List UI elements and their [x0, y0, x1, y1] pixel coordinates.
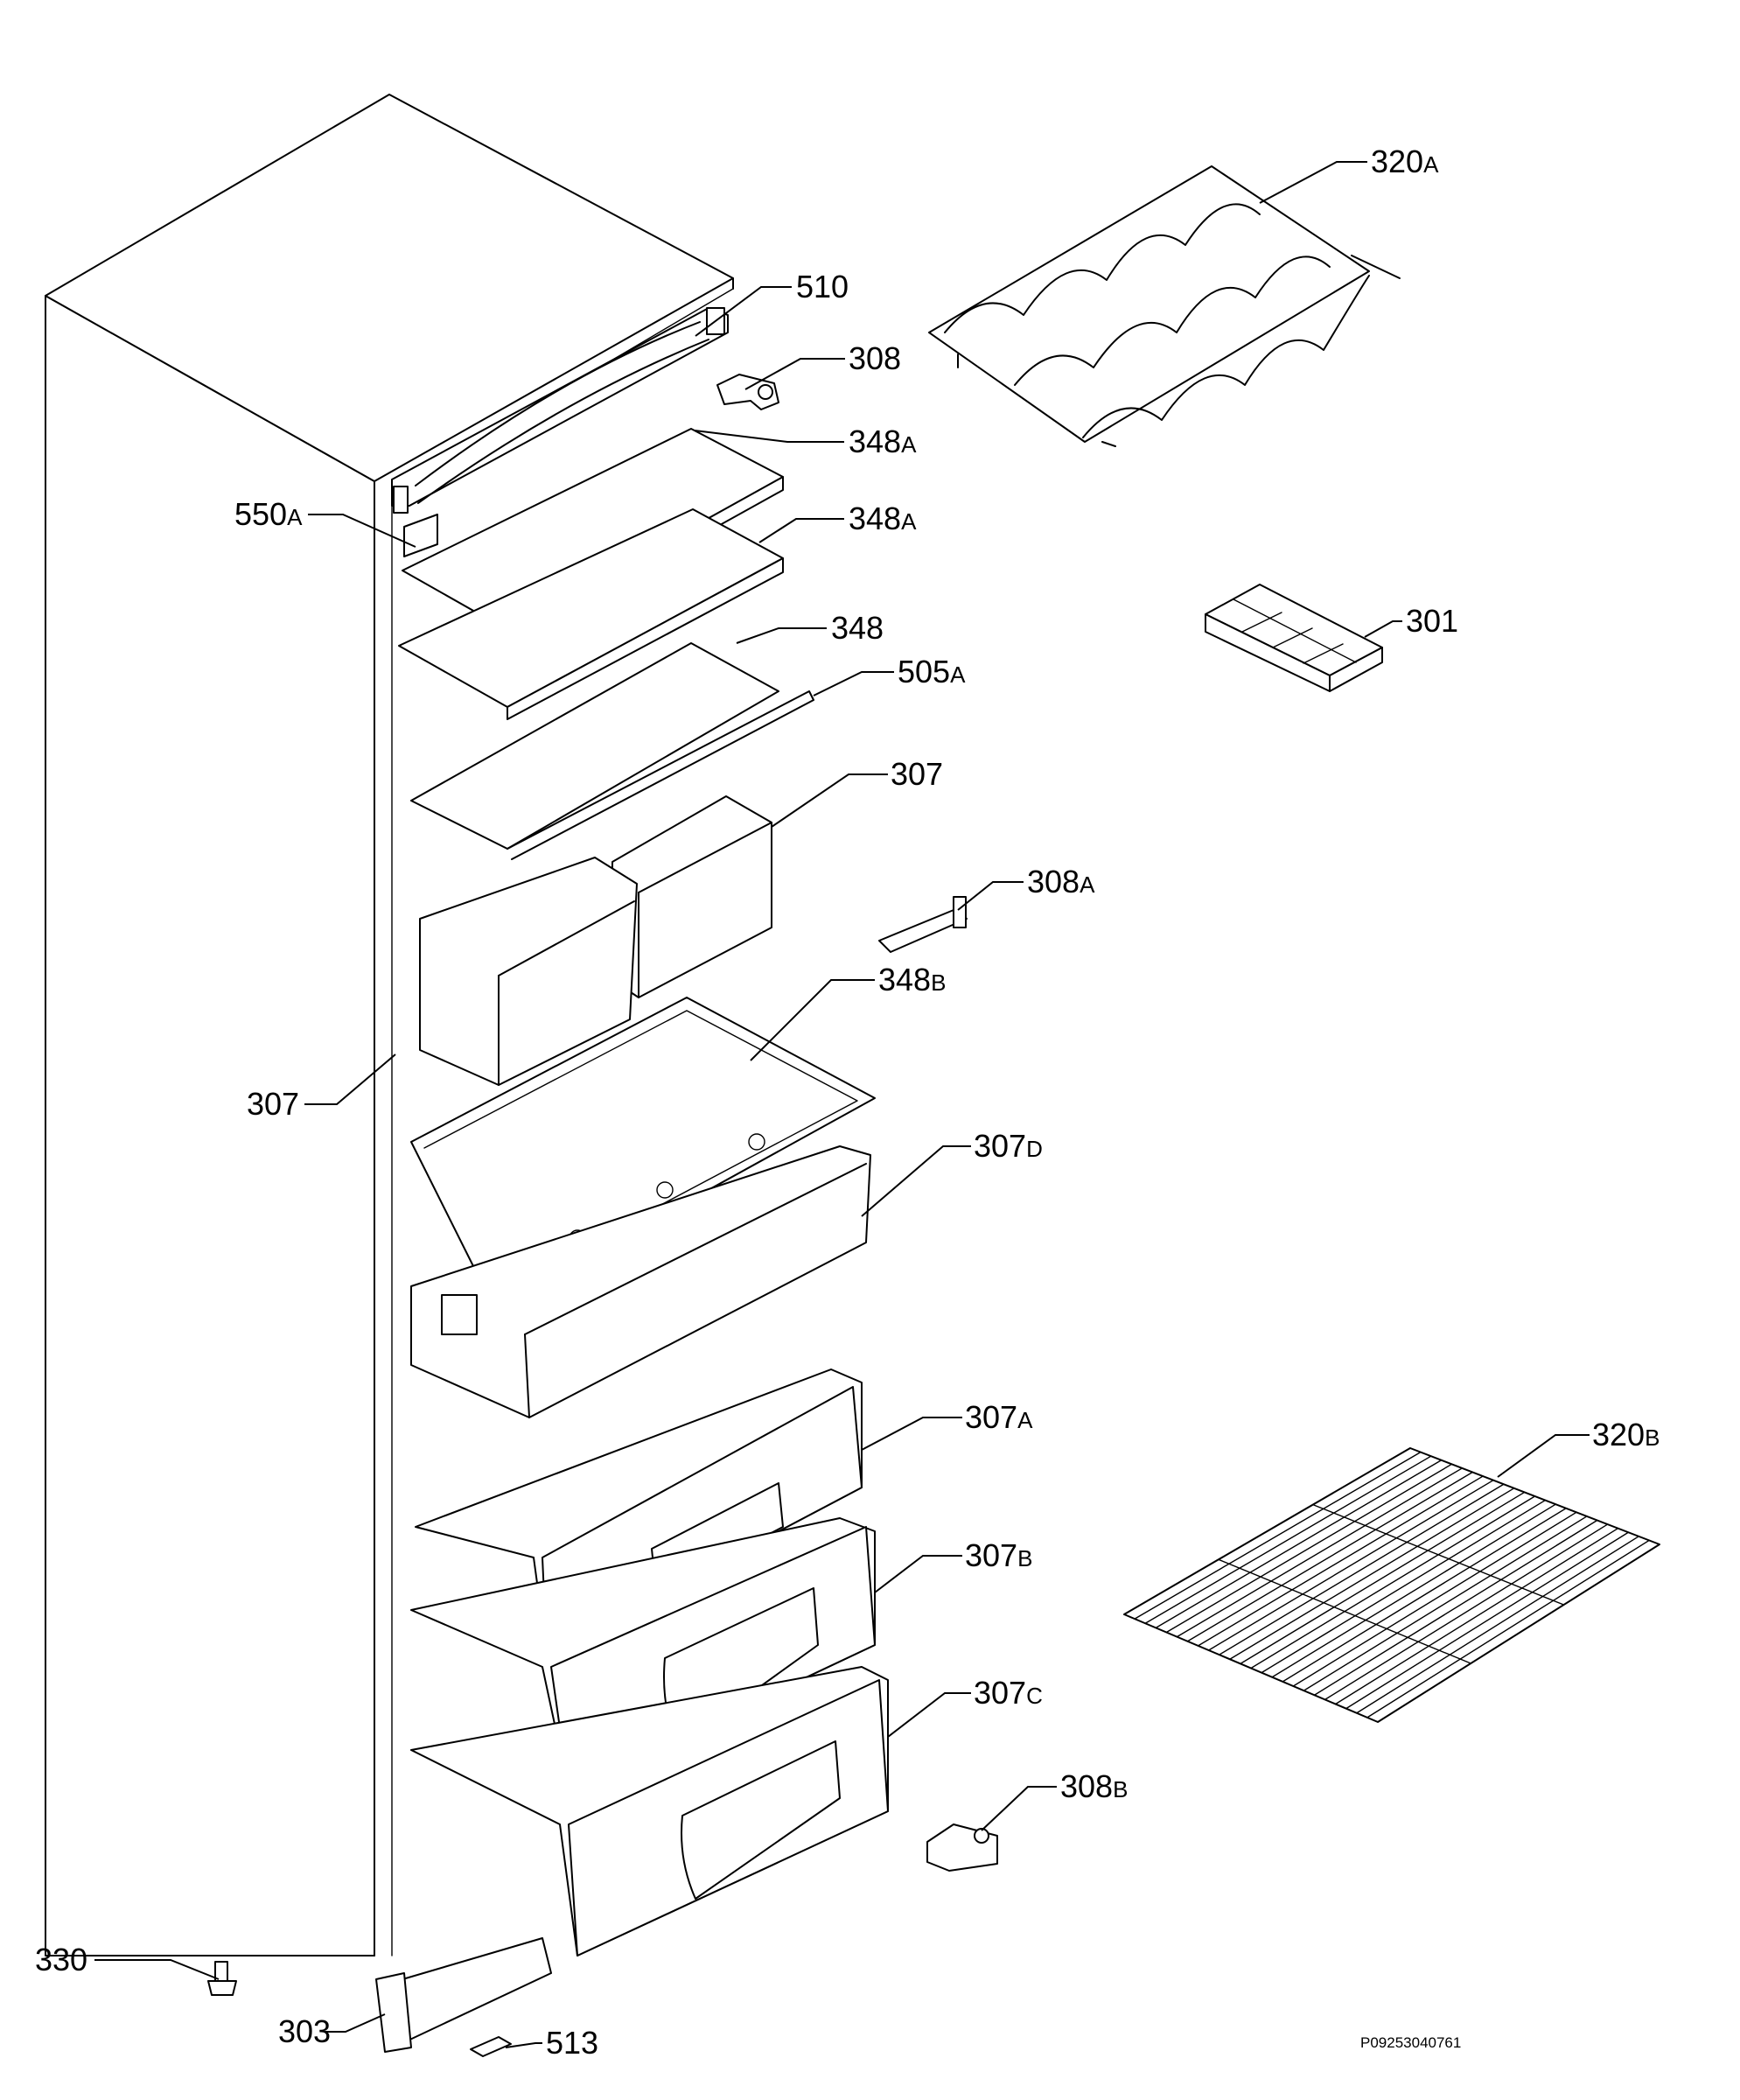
label-308b: 308B [1060, 1768, 1128, 1804]
leader-307d [861, 1145, 971, 1217]
part-308-top-hinge [716, 374, 779, 410]
label-330: 330 [35, 1942, 87, 1978]
label-307b: 307B [965, 1537, 1032, 1573]
leader-307-right [771, 774, 888, 828]
leader-510 [695, 286, 792, 337]
wire-rod [1324, 1523, 1609, 1701]
part-320a-wine-rack [928, 165, 1401, 447]
leader-308-top [744, 358, 845, 390]
wire-rod [1229, 1488, 1515, 1660]
wire-rod [1144, 1455, 1432, 1624]
leader-lines [94, 161, 1590, 2048]
part-303-plinth [375, 1937, 552, 2053]
leader-320b [1497, 1434, 1590, 1478]
label-348a-1: 348A [849, 424, 917, 459]
part-307c-drawer [410, 1666, 889, 1956]
part-307d-drawer [410, 1145, 871, 1418]
wire-crossbar [1312, 1503, 1565, 1606]
wire-rod [1303, 1516, 1588, 1691]
wire-crossbar [1218, 1558, 1471, 1664]
wire-rod [1176, 1467, 1464, 1638]
leader-301 [1364, 620, 1402, 638]
wire-rod [1134, 1451, 1422, 1620]
leader-320a [1259, 161, 1367, 204]
label-348: 348 [831, 610, 884, 646]
label-307-left: 307 [247, 1086, 299, 1122]
wire-rod [1165, 1463, 1453, 1634]
label-320b: 320B [1592, 1417, 1660, 1452]
part-330-foot [207, 1961, 237, 1996]
wire-rod [1219, 1483, 1505, 1656]
wire-rod [1356, 1536, 1639, 1714]
part-308a-hinge [878, 896, 968, 953]
label-348a-2: 348A [849, 500, 917, 536]
leader-330 [94, 1959, 220, 1980]
leader-348a-1 [694, 430, 844, 443]
part-307-left-box [419, 857, 638, 1086]
wire-rod [1313, 1519, 1598, 1696]
cabinet [45, 94, 734, 1956]
part-513-clip [470, 2036, 512, 2057]
wire-rod [1250, 1495, 1536, 1670]
label-303: 303 [278, 2013, 331, 2049]
leader-348 [736, 627, 827, 644]
part-510-top-cover [391, 307, 729, 514]
leader-303 [324, 2013, 386, 2033]
part-labels: 510 308 320A 348A 550A 348A 301 348 505A… [35, 144, 1660, 2061]
label-308-top: 308 [849, 340, 901, 376]
label-301: 301 [1406, 603, 1458, 639]
leader-513 [505, 2042, 542, 2048]
wire-rod [1207, 1479, 1494, 1651]
wire-rod [1282, 1508, 1567, 1683]
part-550a-switch [403, 514, 438, 557]
leader-307a [861, 1417, 962, 1451]
wire-rod [1366, 1539, 1650, 1718]
leader-307c [887, 1692, 971, 1738]
label-307a: 307A [965, 1399, 1033, 1435]
wire-rod [1155, 1460, 1443, 1629]
wire-rod [1186, 1471, 1473, 1642]
wire-rod [1345, 1531, 1630, 1710]
part-348b-shelf-frame [410, 997, 876, 1309]
leader-348a-2 [758, 518, 844, 543]
leader-348b [750, 979, 875, 1061]
label-307c: 307C [974, 1675, 1043, 1711]
leader-308a [957, 881, 1024, 911]
wire-rod [1334, 1527, 1619, 1705]
reference-code: P09253040761 [1360, 2034, 1461, 2051]
part-348-glass-shelf [410, 642, 814, 860]
part-320b-wire-grid [1134, 1451, 1650, 1718]
label-320a: 320A [1371, 144, 1439, 179]
part-348a-glass-shelf-lower [398, 508, 784, 720]
part-308b-hinge [926, 1824, 998, 1872]
leader-505a [813, 671, 894, 696]
label-550a: 550A [234, 496, 303, 532]
label-307-right: 307 [891, 756, 943, 792]
label-348b: 348B [878, 962, 946, 998]
leader-307b [874, 1555, 962, 1593]
wire-rod [1261, 1499, 1547, 1674]
leader-550a [308, 514, 416, 548]
leader-307-left [304, 1054, 396, 1105]
label-308a: 308A [1027, 864, 1095, 900]
label-510: 510 [796, 269, 849, 304]
wire-rod [1240, 1491, 1526, 1665]
part-301-ice-tray [1205, 584, 1383, 692]
label-307d: 307D [974, 1128, 1043, 1164]
label-513: 513 [546, 2025, 598, 2061]
wire-rod [1271, 1503, 1556, 1678]
label-505a: 505A [898, 654, 966, 690]
wire-rod [1292, 1511, 1577, 1687]
wire-rod [1197, 1475, 1484, 1647]
leader-308b [981, 1786, 1057, 1831]
